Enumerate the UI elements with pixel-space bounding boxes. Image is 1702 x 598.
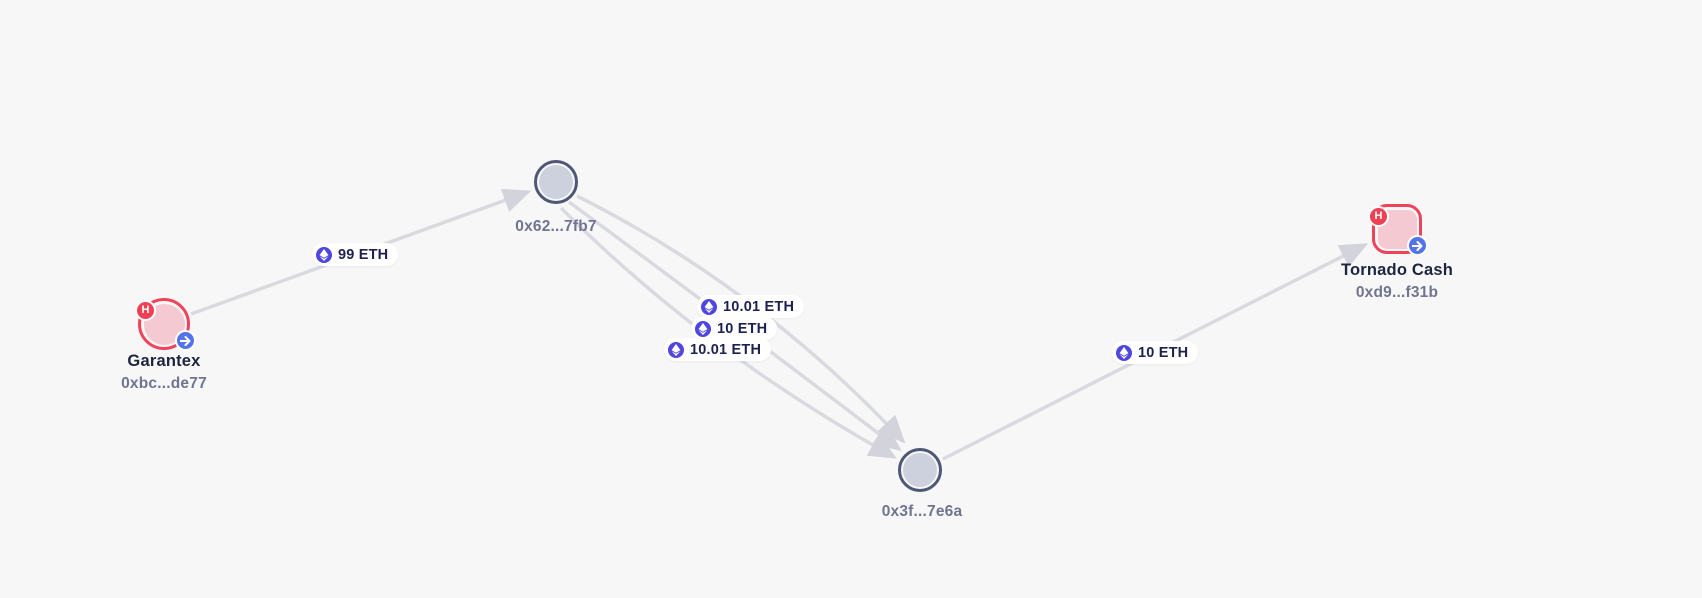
risk-flag-badge[interactable]: H (135, 300, 156, 321)
edge-label-10-eth-1[interactable]: 10 ETH (691, 317, 778, 340)
edge-amount: 10.01 ETH (723, 298, 795, 315)
risk-flag-letter: H (141, 304, 150, 316)
node-garantex[interactable]: H (135, 298, 196, 351)
risk-flag-badge[interactable]: H (1368, 206, 1389, 227)
eth-icon (1116, 344, 1132, 361)
edge-amount: 10 ETH (717, 320, 768, 337)
eth-icon (668, 341, 684, 358)
node-0x62[interactable] (534, 160, 578, 204)
edge-amount: 10.01 ETH (690, 341, 762, 358)
edge-label-10-01-eth-2[interactable]: 10.01 ETH (664, 338, 772, 361)
edge-label-99-eth[interactable]: 99 ETH (312, 243, 399, 266)
node-0x3f[interactable] (898, 448, 942, 492)
edge-amount: 99 ETH (338, 246, 389, 263)
eth-icon (316, 246, 332, 263)
eth-icon (701, 298, 717, 315)
edge-label-10-01-eth-1[interactable]: 10.01 ETH (697, 295, 805, 318)
risk-flag-letter: H (1374, 210, 1383, 222)
edge-label-10-eth-2[interactable]: 10 ETH (1112, 341, 1199, 364)
outgoing-arrow-icon[interactable] (175, 330, 196, 351)
edge-amount: 10 ETH (1138, 344, 1189, 361)
node-tornado-cash[interactable]: H (1368, 204, 1428, 256)
eth-icon (695, 320, 711, 337)
outgoing-arrow-icon[interactable] (1407, 235, 1428, 256)
